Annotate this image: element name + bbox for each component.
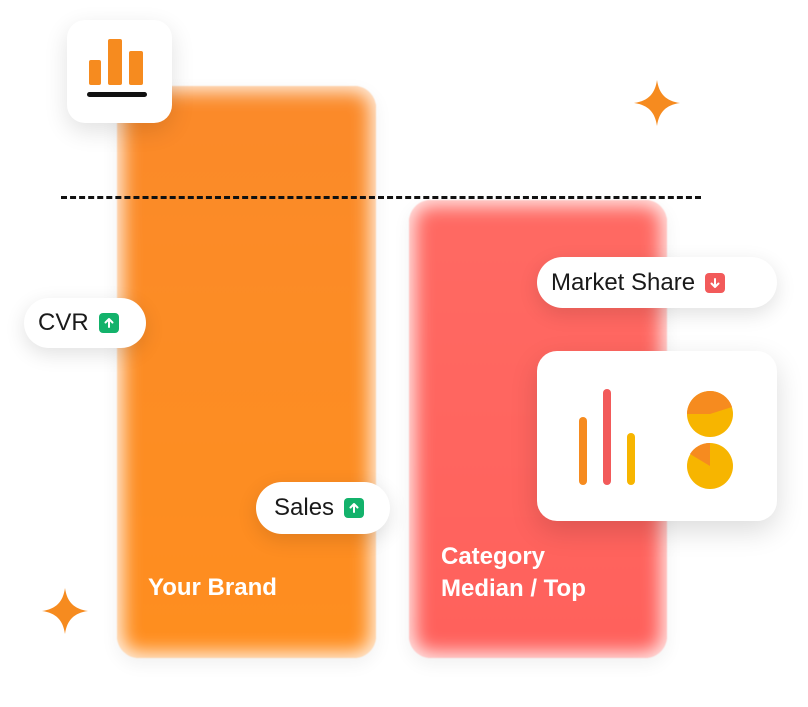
sparkle-icon <box>42 588 88 634</box>
your-brand-label: Your Brand <box>148 574 277 601</box>
chart-icon-card <box>67 20 172 123</box>
cvr-label: CVR <box>38 309 89 336</box>
market-share-pill: Market Share <box>537 257 777 308</box>
category-median-label: Category Median / Top <box>441 543 586 602</box>
cvr-pill: CVR <box>24 298 146 348</box>
sales-label: Sales <box>274 494 335 521</box>
your-brand-bar <box>117 86 376 658</box>
bar-chart-icon <box>87 39 147 97</box>
bar-chart-icon <box>579 389 635 485</box>
arrow-up-icon <box>98 313 119 333</box>
sales-pill: Sales <box>256 482 390 534</box>
benchmark-dashed-line <box>61 196 701 199</box>
sparkle-icon <box>634 80 680 126</box>
market-share-label: Market Share <box>551 268 696 296</box>
pie-chart-icon <box>687 442 733 489</box>
arrow-up-icon <box>344 498 365 518</box>
arrow-down-icon <box>705 272 726 293</box>
pie-chart-icon <box>687 390 733 437</box>
mini-chart-card <box>537 351 777 521</box>
